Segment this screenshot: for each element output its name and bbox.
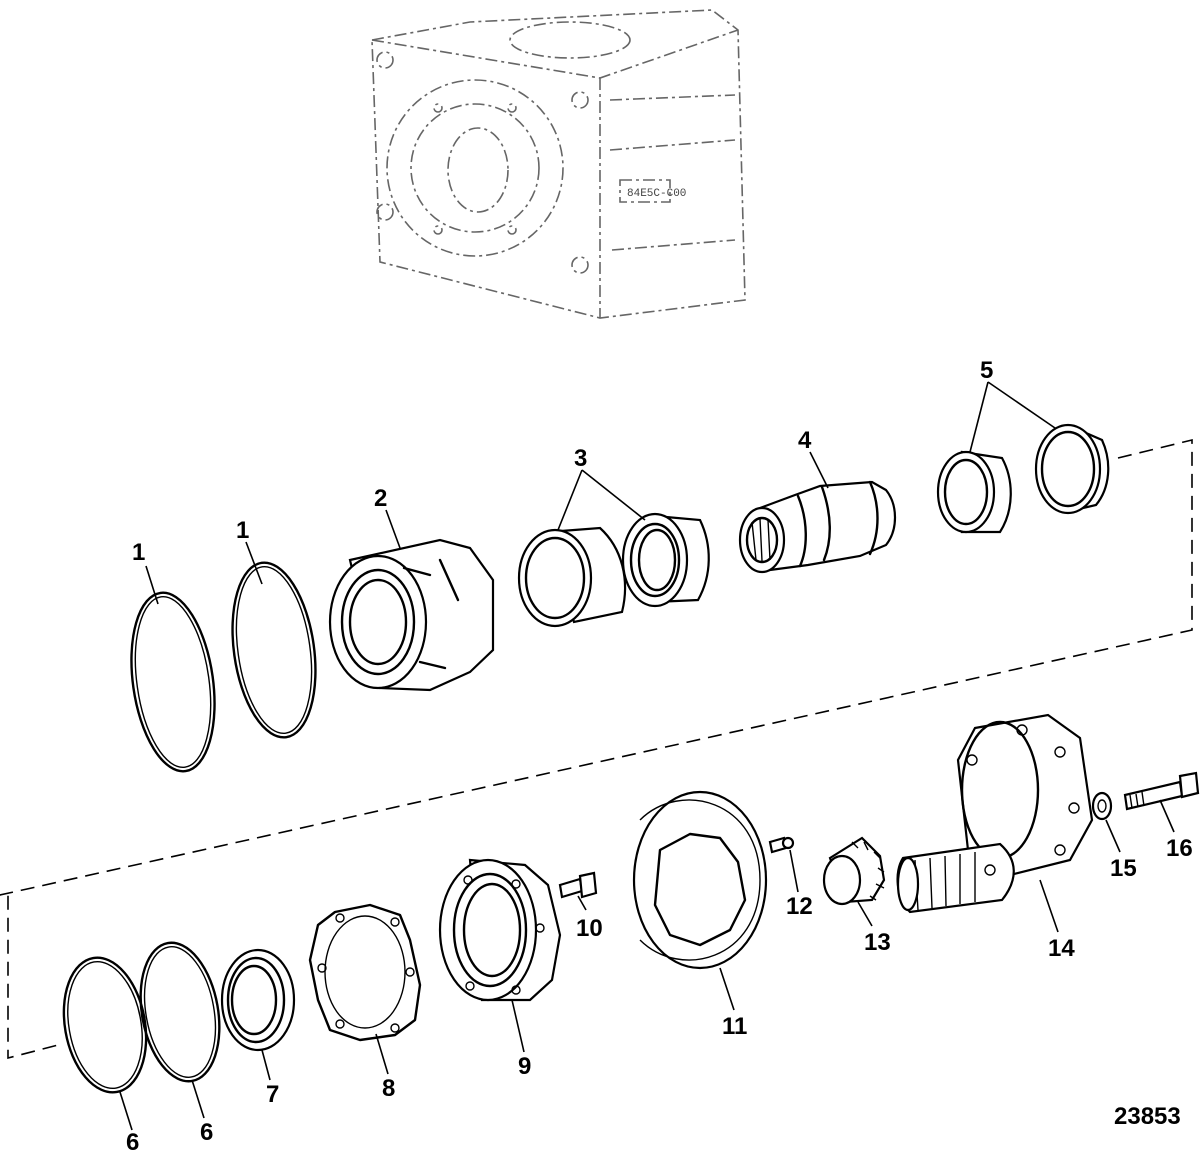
part-10-bolt <box>558 871 598 899</box>
callout-9: 9 <box>518 1053 531 1080</box>
callout-1: 1 <box>132 539 145 566</box>
callout-10: 10 <box>576 915 603 942</box>
part-14-output-shaft-flange <box>896 713 1094 914</box>
callout-6-b: 6 <box>200 1119 213 1146</box>
part-4-drive-shaft-gear <box>738 480 897 574</box>
callout-6: 6 <box>126 1129 139 1155</box>
callout-3: 3 <box>574 445 587 472</box>
diagram-reference-number: 23853 <box>1114 1103 1181 1130</box>
part-9-seal-carrier <box>438 858 562 1002</box>
part-6-o-ring-b <box>139 941 221 1083</box>
housing-stamp-text: 84E5C-C00 <box>627 188 686 200</box>
callout-5: 5 <box>980 357 993 384</box>
part-11-plate <box>632 790 768 970</box>
part-5-bearing-cup <box>1034 423 1110 515</box>
callout-7: 7 <box>266 1081 279 1108</box>
callout-16: 16 <box>1166 835 1193 862</box>
callout-11: 11 <box>722 1013 747 1040</box>
callout-14: 14 <box>1048 935 1075 962</box>
callout-4: 4 <box>798 427 812 454</box>
assembly-guide-line <box>0 438 1193 1060</box>
part-1-o-ring-b <box>231 561 317 739</box>
callout-1-b: 1 <box>236 517 249 544</box>
part-8-gasket <box>308 903 422 1042</box>
callout-2: 2 <box>374 485 387 512</box>
callout-numbers: 1 1 2 3 4 5 6 6 7 8 9 10 11 12 13 14 15 … <box>126 357 1193 1155</box>
callout-8: 8 <box>382 1075 395 1102</box>
callout-12: 12 <box>786 893 813 920</box>
part-15-washer <box>1091 791 1113 821</box>
leader-lines <box>119 381 1175 1131</box>
gear-housing-ghost: 84E5C-C00 <box>371 9 746 319</box>
callout-15: 15 <box>1110 855 1137 882</box>
part-12-screw <box>768 836 795 854</box>
part-7-oil-seal <box>220 948 296 1052</box>
part-5-bearing-cone <box>936 450 1012 534</box>
part-3-bearing-cone <box>621 512 710 608</box>
part-1-o-ring <box>130 591 216 773</box>
part-6-o-ring <box>62 956 148 1094</box>
part-2-bearing-carrier <box>328 538 495 692</box>
part-3-bearing-cup-outer <box>517 526 627 628</box>
part-13-gear <box>822 836 886 906</box>
part-16-bolt <box>1123 771 1200 811</box>
callout-13: 13 <box>864 929 891 956</box>
